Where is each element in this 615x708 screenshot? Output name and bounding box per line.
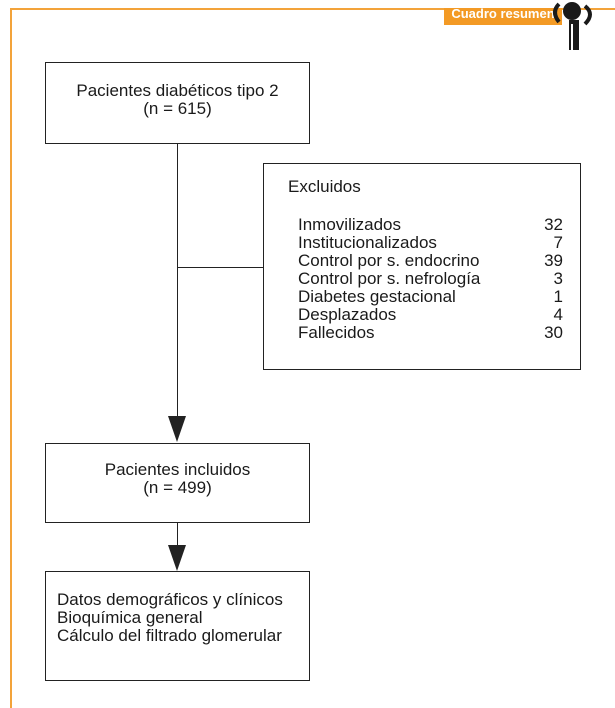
excluded-row-value: 39 [544, 251, 563, 270]
excluded-row-label: Control por s. nefrología [298, 269, 481, 288]
box-diabetic-patients-title: Pacientes diabéticos tipo 2 [76, 81, 279, 100]
collected-data-line: Datos demográficos y clínicos [57, 590, 283, 609]
excluded-title: Excluidos [288, 177, 361, 196]
excluded-row-value: 4 [553, 305, 563, 324]
box-included-patients-title: Pacientes incluidos [104, 460, 251, 479]
excluded-row: Desplazados 4 [298, 306, 563, 324]
excluded-row: Institucionalizados 7 [298, 234, 563, 252]
excluded-row-label: Inmovilizados [298, 215, 401, 234]
collected-data-line: Cálculo del filtrado glomerular [57, 626, 282, 645]
excluded-row: Inmovilizados 32 [298, 216, 563, 234]
excluded-list: Inmovilizados 32 Institucionalizados 7 C… [288, 216, 580, 342]
excluded-row-value: 3 [553, 269, 563, 288]
excluded-row-label: Desplazados [298, 305, 397, 324]
summary-tag: Cuadro resumen [444, 6, 562, 25]
box-diabetic-patients-count: (n = 615) [143, 99, 212, 118]
arrow-down-icon [168, 416, 186, 442]
excluded-row: Diabetes gestacional 1 [298, 288, 563, 306]
excluded-row: Control por s. endocrino 39 [298, 252, 563, 270]
arrow-down-icon [168, 545, 186, 571]
excluded-row-value: 30 [544, 323, 563, 342]
connector-exclusion-branch [177, 267, 263, 268]
connector-main-vertical [177, 144, 178, 419]
excluded-row: Fallecidos 30 [298, 324, 563, 342]
box-included-patients-count: (n = 499) [143, 478, 212, 497]
excluded-row-label: Control por s. endocrino [298, 251, 480, 270]
box-collected-data: Datos demográficos y clínicos Bioquímica… [45, 571, 310, 681]
excluded-row-value: 7 [553, 233, 563, 252]
summary-tag-label: Cuadro resumen [451, 6, 555, 21]
excluded-row: Control por s. nefrología 3 [298, 270, 563, 288]
excluded-row-value: 1 [553, 287, 563, 306]
box-diabetic-patients: Pacientes diabéticos tipo 2 (n = 615) [45, 62, 310, 144]
collected-data-line: Bioquímica general [57, 608, 203, 627]
excluded-row-label: Diabetes gestacional [298, 287, 456, 306]
excluded-row-value: 32 [544, 215, 563, 234]
connector-lower-vertical [177, 523, 178, 548]
box-included-patients: Pacientes incluidos (n = 499) [45, 443, 310, 523]
excluded-row-label: Fallecidos [298, 323, 375, 342]
orange-frame: Cuadro resumen [10, 6, 615, 708]
excluded-row-label: Institucionalizados [298, 233, 437, 252]
box-excluded: Excluidos Inmovilizados 32 Institucional… [263, 163, 581, 370]
person-figure-icon [553, 2, 592, 50]
